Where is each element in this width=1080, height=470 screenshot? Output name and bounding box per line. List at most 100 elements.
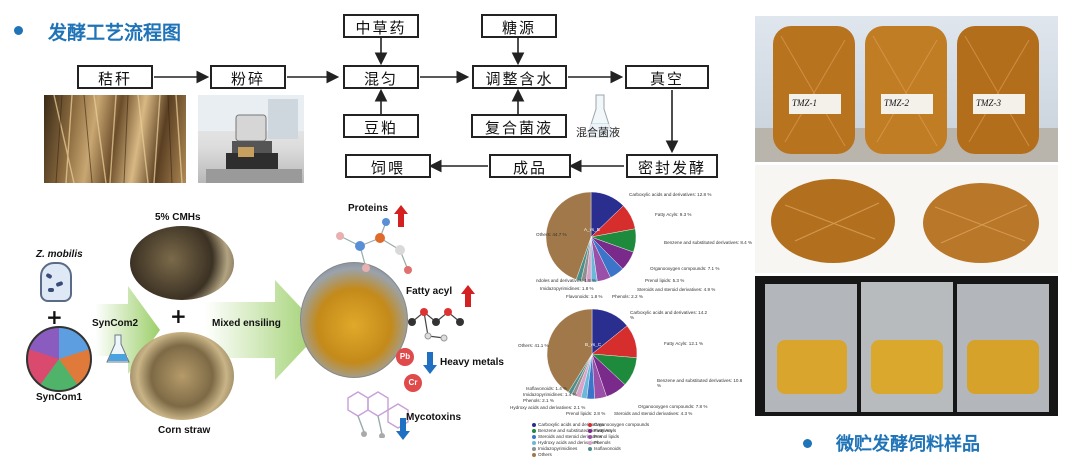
node-mifeng: 密封发酵 [626, 154, 718, 178]
pie-b-label-1: Fatty Acyls: 12.1 % [664, 341, 704, 346]
jars-photo [755, 16, 1058, 162]
legend-item: Imidazopyrimidines [532, 446, 577, 451]
node-fensui: 粉碎 [210, 65, 286, 89]
legend-swatch [588, 446, 592, 451]
legend-item: Fatty Acyls [588, 428, 616, 433]
pie-a-title: A_vs_B [584, 227, 600, 232]
legend-swatch [532, 446, 536, 451]
legend-label: Benzene and substituted derivatives [538, 428, 612, 433]
legend-label: Others [538, 452, 552, 457]
title-bullet [14, 26, 23, 35]
node-zhongcaoyao: 中草药 [343, 14, 419, 38]
mycotoxin-molecule-icon [347, 391, 409, 438]
pie-b-label-6: Hydroxy acids and derivatives: 2.1 % [510, 405, 586, 410]
protein-molecule-icon [336, 218, 412, 274]
samples-bullet [803, 439, 812, 448]
fatty-acyl-label: Fatty acyl [406, 286, 453, 297]
legend-label: Imidazopyrimidines [538, 446, 578, 451]
samples-title: 微贮发酵饲料样品 [836, 434, 980, 455]
cmhs-photo [130, 226, 234, 300]
jar-label-1: TMZ-1 [792, 98, 818, 108]
flask-label: 混合菌液 [576, 124, 620, 140]
silage-bag-photo [300, 262, 408, 378]
node-jiegan: 秸秆 [77, 65, 153, 89]
fatty-up-arrow-icon [461, 285, 475, 307]
pie-b-label-5: Prenol lipids: 2.8 % [566, 411, 606, 416]
legend-swatch [532, 452, 536, 457]
node-zhenkong: 真空 [625, 65, 709, 89]
corn-straw-label: Corn straw [158, 425, 211, 436]
pie-a-label-9: ndoles and derivatives: 1.8 % [536, 278, 597, 283]
legend-item: Steroids and steroid derivatives [532, 434, 602, 439]
z-mobilis-label: Z. mobilis [36, 249, 83, 260]
node-doupo: 豆粕 [343, 114, 419, 138]
legend-item: Others [532, 452, 552, 457]
plus-sign-2: + [170, 304, 187, 328]
syncom2-flask-icon [106, 334, 130, 363]
pie-a-label-2: Benzene and substituted derivatives: 8.4… [664, 240, 753, 245]
pie-a-label-6: Phenols: 2.2 % [612, 294, 643, 299]
flow-title: 发酵工艺流程图 [48, 22, 182, 44]
legend-label: Steroids and steroid derivatives [538, 434, 603, 439]
legend-swatch [532, 422, 536, 427]
legend-label: Organooxygen compounds [594, 422, 650, 427]
pie-b-label-3: Organooxygen compounds: 7.8 % [638, 404, 708, 409]
legend-item: Benzene and substituted derivatives [532, 428, 612, 433]
legend-label: Phenols [594, 440, 611, 445]
syncom1-icon [26, 326, 92, 392]
proteins-up-arrow-icon [394, 205, 408, 227]
pie-0-slice-10 [545, 191, 592, 280]
pie-a-label-8: Imidazopyrimidines: 1.8 % [540, 286, 594, 291]
legend-item: Carboxylic acids and derivatives [532, 422, 604, 427]
z-mobilis-bottle-icon [40, 262, 72, 302]
legend-swatch [532, 434, 536, 439]
mycotoxins-down-arrow-icon [396, 418, 410, 440]
legend-item: Hydroxy acids and derivatives [532, 440, 599, 445]
legend-swatch [532, 440, 536, 445]
syncom2-label: SynCom2 [92, 318, 139, 329]
node-tangyuan: 糖源 [481, 14, 557, 38]
legend-swatch [588, 428, 592, 433]
legend-item: Prenol lipids [588, 434, 619, 439]
legend-label: Hydroxy acids and derivatives [538, 440, 600, 445]
pie-charts [545, 191, 638, 400]
pie-b-label-4: Steroids and steroid derivatives: 4.3 % [614, 411, 693, 416]
pie-a-label-10: Others: 44.7 % [536, 232, 567, 237]
pie-a-label-3: Organooxygen compounds: 7.1 % [650, 266, 720, 271]
legend-item: Phenols [588, 440, 611, 445]
node-chengpin: 成品 [489, 154, 571, 178]
node-hunyun: 混匀 [343, 65, 419, 89]
legend-label: Fatty Acyls [594, 428, 617, 433]
node-tiaozheng: 调整含水 [472, 65, 567, 89]
pie-b-label-9: Isoflavonoids: 1.4 % [526, 386, 568, 391]
cmhs-label: 5% CMHs [155, 212, 201, 223]
node-siwei: 饲喂 [345, 154, 431, 178]
node-fuhejunye: 复合菌液 [471, 114, 567, 138]
pie-b-label-2: Benzene and substituted derivatives: 10.… [657, 378, 743, 389]
pie-1-slice-10 [546, 308, 593, 393]
jar-label-2: TMZ-2 [884, 98, 910, 108]
grinder-photo [198, 95, 304, 183]
pie-a-label-1: Fatty Acyls: 9.3 % [655, 212, 692, 217]
legend-label: Carboxylic acids and derivatives [538, 422, 604, 427]
legend-swatch [588, 422, 592, 427]
cr-badge: Cr [404, 374, 422, 392]
pie-b-label-8: Imidazopyrimidines: 1.4 % [523, 392, 577, 397]
pb-badge: Pb [396, 348, 414, 366]
pie-b-label-7: Phenols: 2.1 % [523, 398, 554, 403]
jar-label-3: TMZ-3 [976, 98, 1002, 108]
legend-swatch [532, 428, 536, 433]
vacuum-bags-photo [755, 276, 1058, 416]
mixed-ensiling-label: Mixed ensiling [212, 318, 281, 329]
legend-swatch [588, 434, 592, 439]
pie-b-label-10: Others: 41.1 % [518, 343, 549, 348]
pie-a-label-7: Flavonoids: 1.8 % [566, 294, 603, 299]
mycotoxins-label: Mycotoxins [406, 412, 462, 423]
pie-a-label-4: Prenol lipids: 5.3 % [645, 278, 685, 283]
corn-straw-photo [130, 332, 234, 420]
straw-photo [44, 95, 186, 183]
legend-label: Prenol lipids [594, 434, 620, 439]
pie-b-title: B_vs_C [585, 342, 602, 347]
fatty-molecule-icon [408, 308, 464, 342]
legend-swatch [588, 440, 592, 445]
